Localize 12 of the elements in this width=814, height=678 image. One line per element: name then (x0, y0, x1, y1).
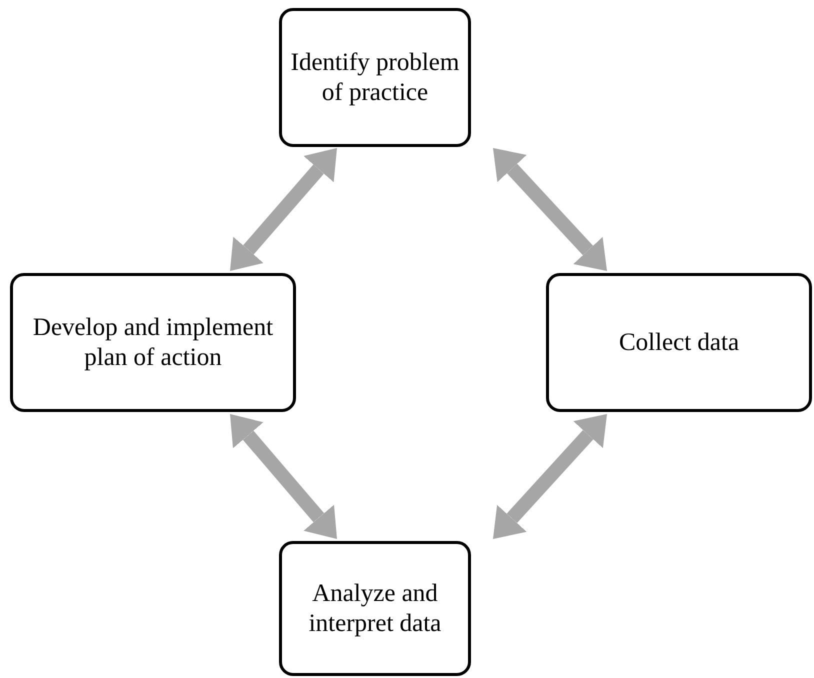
box-label: Analyze and interpret data (308, 578, 442, 638)
box-label: Collect data (618, 328, 740, 358)
double-arrow (493, 414, 607, 539)
double-arrow (230, 414, 337, 539)
process-box (279, 541, 471, 676)
box-label: Develop and implement plan of action (32, 312, 274, 372)
process-box (279, 8, 471, 147)
double-arrow (493, 148, 607, 271)
double-arrow (230, 148, 337, 271)
process-box (10, 273, 296, 412)
box-label: Identify problem of practice (290, 48, 460, 108)
process-box (546, 273, 812, 412)
